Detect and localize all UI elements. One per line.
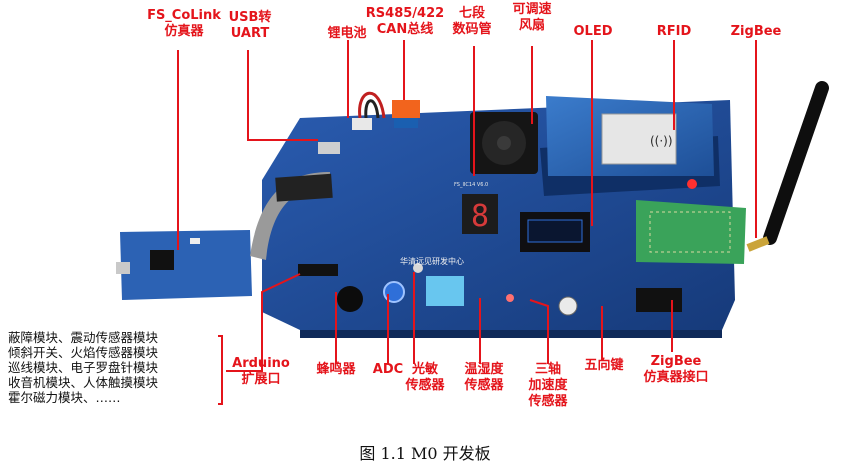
fan — [470, 112, 538, 174]
label-battery: 锂电池 — [327, 26, 367, 41]
label-adc: ADC — [372, 362, 404, 377]
module-list: 蔽障模块、震动传感器模块 倾斜开关、火焰传感器模块 巡线模块、电子罗盘针模块 收… — [8, 330, 159, 405]
usb-connector — [318, 142, 340, 154]
label-oled: OLED — [573, 24, 613, 39]
zigbee-antenna — [746, 81, 829, 252]
seg-digit: 8 — [471, 199, 489, 234]
accelerometer-led — [506, 294, 514, 302]
zigbee-module — [636, 200, 746, 264]
label-five-way-key: 五向键 — [584, 358, 624, 373]
light-sensor — [413, 263, 423, 273]
oled-display — [520, 212, 590, 252]
rfid-module: ((·)) — [540, 96, 720, 196]
zigbee-emulator-header — [636, 288, 682, 312]
label-humidity-sensor: 温湿度传感器 — [464, 362, 504, 393]
label-buzzer: 蜂鸣器 — [316, 362, 356, 377]
humidity-sensor — [426, 276, 464, 306]
colink-board — [116, 230, 252, 300]
board-id: FS_IIC14 V6.0 — [454, 182, 488, 188]
can-terminal — [392, 100, 420, 128]
ribbon-cable — [250, 172, 333, 260]
seven-segment-display: 8 — [462, 194, 498, 234]
label-seven-segment: 七段数码管 — [452, 6, 492, 37]
five-way-key — [558, 296, 578, 316]
buzzer-body — [337, 286, 363, 312]
label-zigbee: ZigBee — [730, 24, 782, 39]
label-light-sensor: 光敏传感器 — [405, 362, 445, 393]
label-rfid: RFID — [656, 24, 692, 39]
svg-text:((·)): ((·)) — [650, 134, 673, 148]
label-accelerometer: 三轴加速度传感器 — [528, 362, 568, 409]
leader-lines — [177, 40, 757, 405]
board-silkscreen: 华清远见研发中心 — [400, 256, 464, 266]
arduino-header — [298, 264, 338, 276]
label-fan: 可调速风扇 — [512, 2, 552, 33]
figure-caption: 图 1.1 M0 开发板 — [359, 444, 491, 463]
battery-connector — [352, 91, 386, 130]
